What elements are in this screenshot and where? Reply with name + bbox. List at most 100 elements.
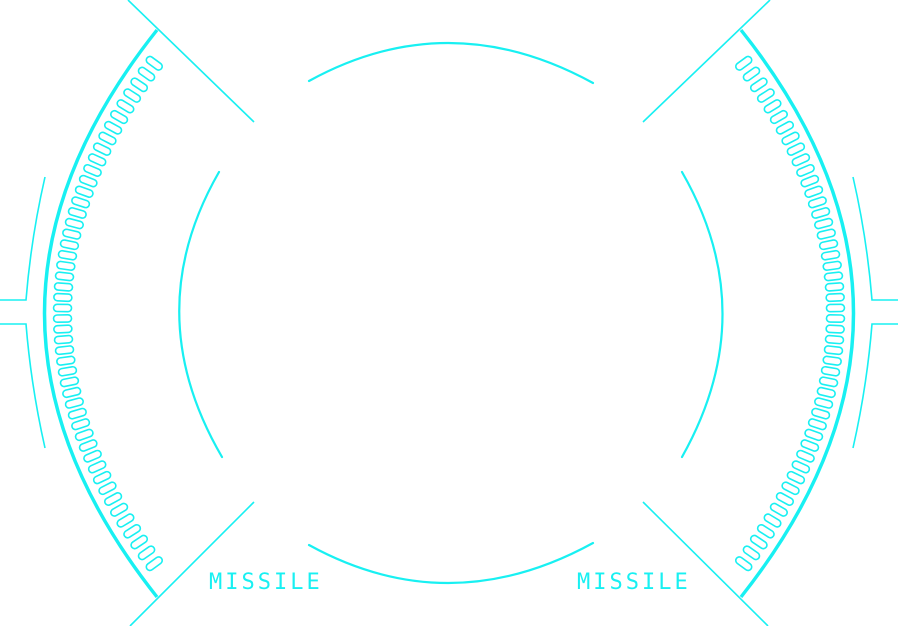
ammo-segment <box>742 545 761 561</box>
crosshair-reticle-icon <box>178 41 724 585</box>
ammo-segment <box>92 142 112 156</box>
ammo-segment <box>53 334 74 345</box>
left-diagonal-top <box>127 0 255 123</box>
ammo-segment <box>53 282 74 292</box>
ammo-segment <box>64 397 84 409</box>
ammo-segment <box>756 88 775 103</box>
ammo-segment <box>53 292 73 303</box>
ammo-segment <box>53 324 73 334</box>
ammo-segment <box>110 502 129 517</box>
ammo-segment <box>763 99 782 114</box>
ammo-segment <box>103 492 123 506</box>
ammo-segment <box>87 153 107 167</box>
ammo-segment <box>98 131 117 146</box>
ammo-segment <box>804 185 824 198</box>
ammo-segment <box>814 397 834 409</box>
right-weapon-gauge <box>642 0 898 626</box>
reticle-arc-right <box>680 170 724 459</box>
ammo-segment <box>130 77 149 93</box>
ammo-segment <box>796 163 815 177</box>
ammo-segment <box>791 153 811 167</box>
ammo-segment <box>74 185 94 198</box>
ammo-segment <box>74 428 94 442</box>
ammo-segment <box>769 502 788 517</box>
ammo-segment <box>123 88 142 103</box>
ammo-segment <box>59 239 80 251</box>
ammo-segment <box>749 534 768 550</box>
ammo-segment <box>78 439 98 452</box>
left-weapon-label: MISSILE <box>209 570 323 595</box>
left-ammo-segments <box>52 55 164 572</box>
ammo-segment <box>103 120 123 135</box>
left-outer-arc <box>42 28 159 599</box>
ammo-segment <box>800 439 820 452</box>
ammo-segment <box>116 513 135 528</box>
ammo-segment <box>824 334 845 345</box>
ammo-segment <box>775 120 795 135</box>
ammo-segment <box>62 386 82 399</box>
right-diagonal-bottom <box>642 501 769 626</box>
ammo-segment <box>800 174 820 188</box>
ammo-segment <box>823 345 844 356</box>
ammo-segment <box>64 217 84 230</box>
ammo-segment <box>57 249 78 261</box>
ammo-segment <box>67 207 87 219</box>
ammo-segment <box>807 418 827 431</box>
ammo-segment <box>824 282 845 292</box>
ammo-segment <box>811 207 831 219</box>
ammo-segment <box>71 418 91 431</box>
ammo-segment <box>137 66 156 82</box>
ammo-segment <box>116 99 135 114</box>
ammo-segment <box>56 260 76 271</box>
left-outer-bracket-top <box>0 176 46 301</box>
reticle-arc-left <box>178 170 224 459</box>
ammo-segment <box>62 228 82 240</box>
reticle-arc-top <box>307 41 595 85</box>
ammo-segment <box>734 55 753 71</box>
ammo-segment <box>83 449 102 463</box>
ammo-segment <box>83 163 102 177</box>
ammo-segment <box>816 386 836 399</box>
ammo-segment <box>804 428 824 442</box>
ammo-segment <box>52 303 73 313</box>
ammo-segment <box>807 196 827 209</box>
reticle-arc-bottom <box>307 541 595 585</box>
right-outer-bracket-top <box>852 176 898 301</box>
ammo-segment <box>825 303 846 313</box>
ammo-segment <box>781 481 800 496</box>
ammo-segment <box>786 470 806 485</box>
left-outer-bracket-bottom <box>0 323 46 449</box>
ammo-segment <box>137 545 156 561</box>
ammo-segment <box>786 142 806 156</box>
ammo-segment <box>775 492 795 506</box>
left-weapon-gauge <box>0 0 255 626</box>
ammo-segment <box>59 376 80 388</box>
ammo-segment <box>56 355 76 366</box>
ammo-segment <box>825 314 846 324</box>
ammo-segment <box>734 556 753 572</box>
ammo-segment <box>818 376 839 388</box>
ammo-segment <box>825 324 845 334</box>
ammo-segment <box>781 131 800 146</box>
ammo-segment <box>769 109 788 125</box>
right-ammo-segments <box>734 55 846 572</box>
ammo-segment <box>78 174 98 188</box>
ammo-segment <box>820 249 841 261</box>
ammo-segment <box>52 314 73 324</box>
ammo-segment <box>742 66 761 82</box>
ammo-segment <box>98 481 117 496</box>
ammo-segment <box>110 109 129 125</box>
ammo-segment <box>818 239 839 251</box>
ammo-segment <box>796 449 815 463</box>
ammo-segment <box>92 470 112 485</box>
ammo-segment <box>54 271 75 282</box>
left-diagonal-bottom <box>129 501 255 626</box>
ammo-segment <box>816 228 836 240</box>
ammo-segment <box>823 271 844 282</box>
right-weapon-label: MISSILE <box>577 570 691 595</box>
ammo-segment <box>756 523 775 539</box>
right-diagonal-top <box>642 0 771 123</box>
ammo-segment <box>811 407 831 420</box>
ammo-segment <box>825 292 845 303</box>
